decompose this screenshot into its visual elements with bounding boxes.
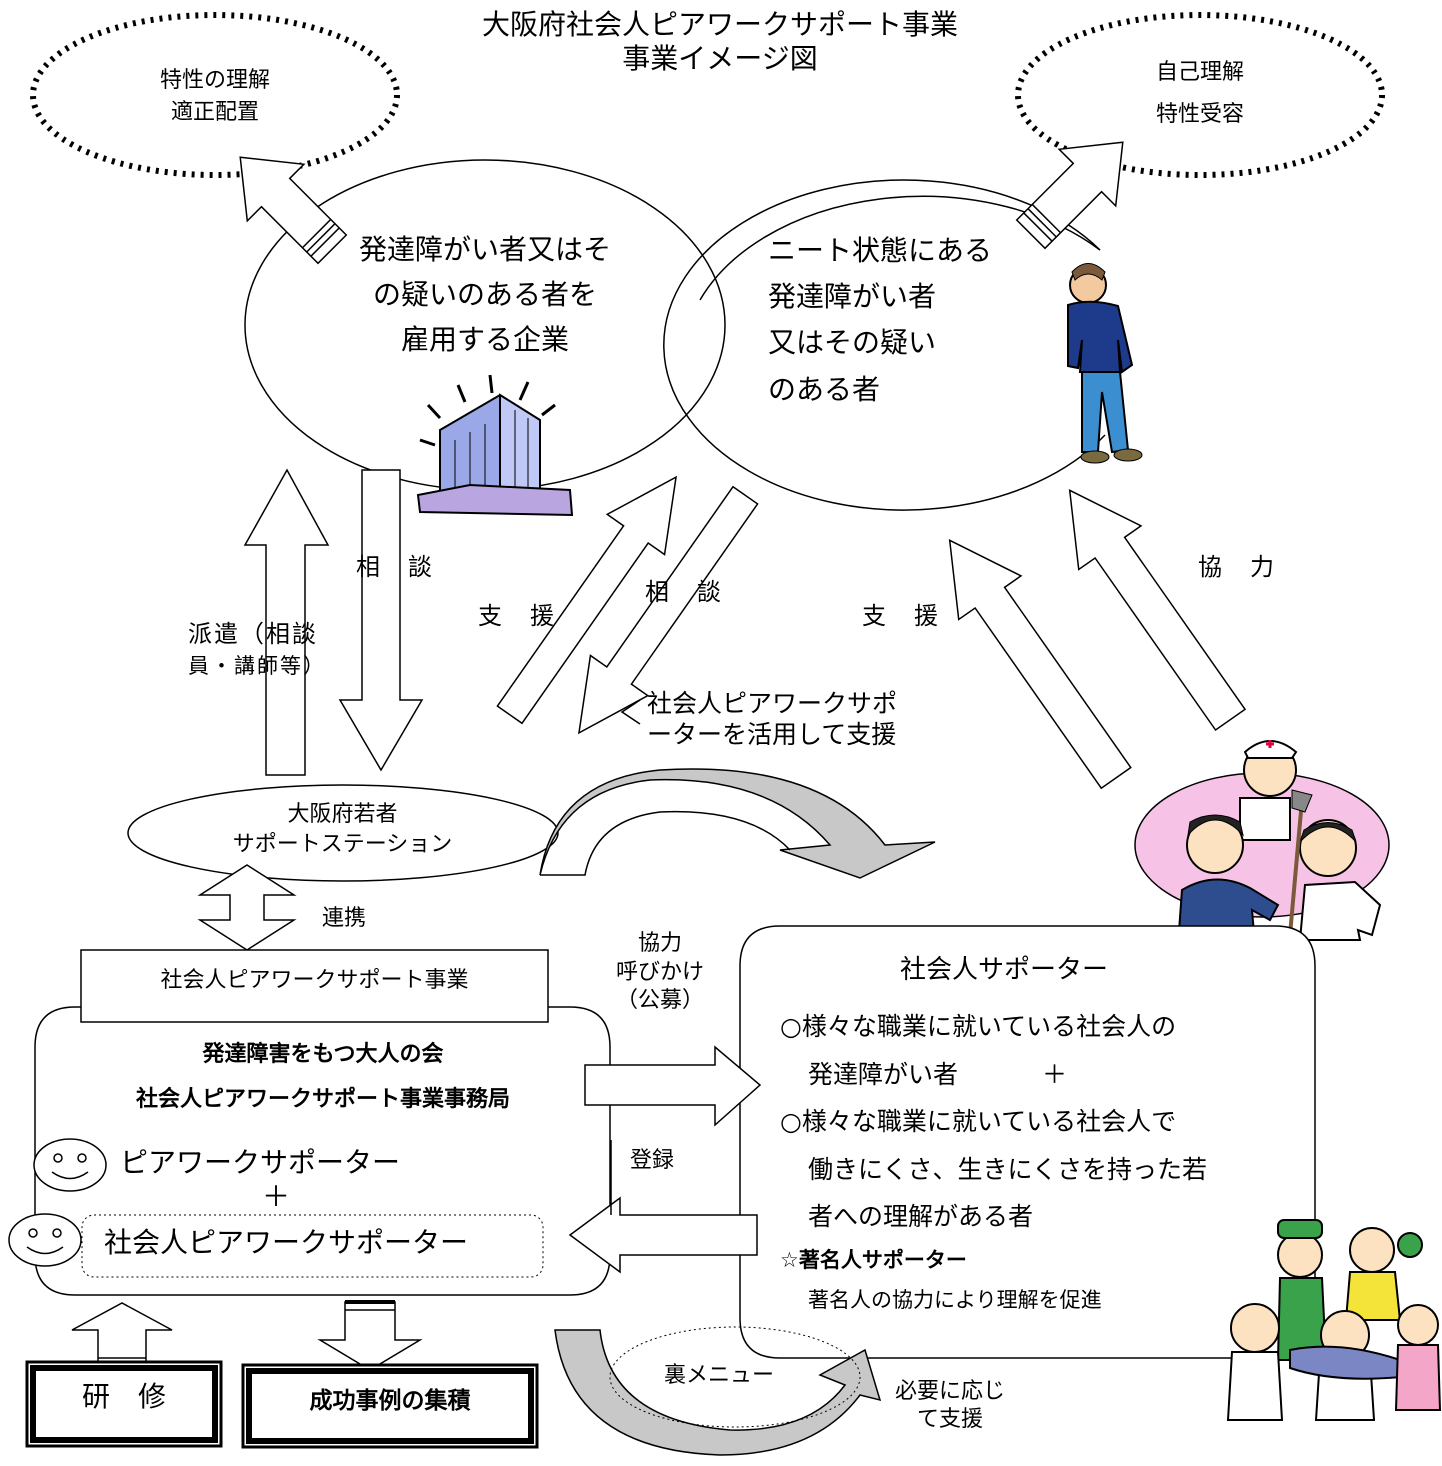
office-social-peer: 社会人ピアワークサポーター [104, 1226, 469, 1259]
arrow-to-bubble-left [239, 156, 348, 265]
arrow-shien-diag-up [496, 475, 677, 725]
label-kyoryoku-call-line1: 協力 [637, 931, 682, 956]
station-line2: サポートステーション [232, 831, 453, 857]
label-hitsuyou: 必要に応じ て支援 [870, 1378, 1030, 1433]
social-peer-dotted-box [81, 1214, 544, 1278]
neet-line4: のある者 [768, 372, 881, 406]
arrow-kyoryoku-diag [1068, 489, 1247, 732]
arrow-call-right [584, 1045, 762, 1127]
label-haken: 派遣（相談 員・講師等） [188, 618, 326, 681]
bubble-left-line2: 適正配置 [170, 99, 259, 125]
label-hitsuyou-line1: 必要に応じ [894, 1379, 1005, 1404]
arrow-soudan-diag-down [578, 485, 759, 735]
smiley-icon-2 [8, 1213, 82, 1267]
crowd-icon [1226, 1219, 1442, 1421]
label-kyoryoku: 協 力 [1198, 553, 1276, 581]
curved-arrow-to-supporters [539, 768, 936, 879]
office-plus: ＋ [262, 1180, 291, 1213]
callout-text: 社会人ピアワークサポ ーターを活用して支援 [647, 688, 897, 751]
supporters-item2-line3: 者への理解がある者 [808, 1202, 1034, 1231]
smiley-icon-1 [33, 1138, 107, 1192]
label-hitsuyou-line2: て支援 [916, 1406, 983, 1432]
callout-line1: 社会人ピアワークサポ [647, 689, 898, 718]
supporters-heading: 社会人サポーター [900, 955, 1109, 985]
supporters-list: ○様々な職業に就いている社会人の 発達障がい者 ＋ ○様々な職業に就いている社会… [780, 1003, 1207, 1241]
arrow-shien-right-diag [948, 539, 1132, 790]
label-soudan-1: 相 談 [356, 553, 434, 581]
arrow-soudan-down [338, 469, 424, 772]
neet-text: ニート状態にある 発達障がい者 又はその疑い のある者 [768, 228, 992, 413]
station-line1: 大阪府若者 [287, 802, 398, 827]
callout-line2: ーターを活用して支援 [647, 720, 897, 750]
label-haken-line1: 派遣（相談 [188, 620, 318, 648]
arrow-touroku-left [568, 1196, 758, 1274]
station-text: 大阪府若者 サポートステーション [150, 800, 535, 859]
bubble-left-line1: 特性の理解 [159, 68, 270, 93]
project-box-border [80, 949, 549, 1023]
supporters-box [739, 925, 1316, 1359]
neet-line2: 発達障がい者 [768, 280, 937, 314]
office-line1: 発達障害をもつ大人の会 [202, 1042, 444, 1067]
company-line1: 発達障がい者又はそ [358, 233, 611, 266]
success-label: 成功事例の集積 [309, 1388, 471, 1414]
building-icon [416, 374, 574, 517]
label-shien-2: 支 援 [862, 602, 940, 630]
station-ellipse [127, 784, 559, 882]
office-heading: 発達障害をもつ大人の会 社会人ピアワークサポート事業事務局 [40, 1032, 606, 1122]
training-label: 研 修 [81, 1380, 166, 1413]
office-peer: ピアワークサポーター [120, 1146, 401, 1179]
arrow-training-up [71, 1302, 173, 1366]
supporters-celeb-desc: 著名人の協力により理解を促進 [808, 1288, 1102, 1312]
bubble-left-text: 特性の理解 適正配置 [100, 65, 330, 129]
bubble-right-text: 自己理解 特性受容 [1085, 52, 1315, 136]
supporters-item2-line1: ○様々な職業に就いている社会人で [780, 1107, 1177, 1136]
office-line2: 社会人ピアワークサポート事業事務局 [135, 1087, 510, 1113]
bubble-right-line1: 自己理解 [1155, 60, 1244, 85]
callout-pointer [620, 699, 641, 725]
supporters-item2-line2: 働きにくさ、生きにくさを持った若 [808, 1154, 1208, 1184]
label-haken-line2: 員・講師等） [188, 653, 326, 678]
company-line2: の疑いのある者を [372, 277, 597, 311]
title-line1: 大阪府社会人ピアワークサポート事業 [481, 8, 958, 41]
renkei-double-arrow [197, 864, 297, 951]
label-renkei: 連携 [322, 906, 367, 931]
neet-line1: ニート状態にある [768, 234, 993, 267]
supporters-celeb-heading: ☆著名人サポーター [780, 1248, 967, 1272]
label-soudan-2: 相 談 [645, 578, 723, 606]
label-shien-1: 支 援 [478, 602, 556, 630]
ura-menu-label: 裏メニュー [664, 1363, 775, 1388]
dotted-bubble-right [1015, 12, 1385, 178]
ura-menu-dotted-ellipse [609, 1326, 861, 1428]
title-line2: 事業イメージ図 [622, 41, 818, 75]
supporters-item1-line2: 発達障がい者 [808, 1059, 959, 1089]
arrow-success-down [317, 1301, 423, 1371]
person-icon [1067, 263, 1143, 464]
company-text: 発達障がい者又はそ の疑いのある者を 雇用する企業 [300, 228, 670, 362]
neet-ellipse [663, 179, 1106, 511]
arrow-to-bubble-right [1015, 141, 1124, 250]
label-kyoryoku-call: 協力 呼びかけ （公募） [590, 930, 730, 1016]
project-box-label: 社会人ピアワークサポート事業 [160, 968, 469, 993]
arrow-haken-up [243, 468, 330, 776]
curved-arrow-ura-menu [554, 1329, 882, 1456]
supporters-plus: ＋ [1042, 1059, 1068, 1089]
neet-line3: 又はその疑い [768, 326, 937, 360]
bubble-right-line2: 特性受容 [1155, 101, 1244, 127]
supporters-item1-line1: ○様々な職業に就いている社会人の [780, 1012, 1177, 1041]
label-kyoryoku-call-line3: （公募） [615, 988, 704, 1014]
dotted-bubble-left [30, 12, 400, 178]
diagram-title: 大阪府社会人ピアワークサポート事業 事業イメージ図 [380, 8, 1060, 75]
label-touroku: 登録 [630, 1148, 675, 1173]
company-line3: 雇用する企業 [400, 322, 569, 356]
label-kyoryoku-call-line2: 呼びかけ [615, 959, 704, 985]
